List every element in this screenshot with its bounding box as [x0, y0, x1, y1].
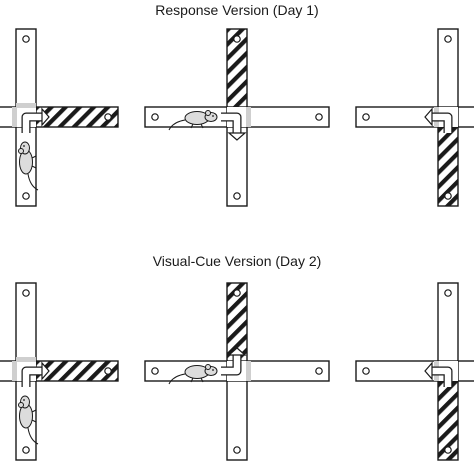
- plus-maze-panel: [355, 282, 474, 461]
- rat-icon: [18, 141, 39, 191]
- visual-cue-version-title: Visual-Cue Version (Day 2): [152, 253, 322, 269]
- plus-maze-panel: [144, 282, 330, 461]
- arm-end-hole: [151, 113, 159, 121]
- turn-arrow-fill: [432, 367, 452, 387]
- plus-maze-panel: [355, 28, 474, 207]
- arm-end-hole: [233, 192, 241, 200]
- turn-arrow-fill: [432, 113, 452, 133]
- arm-end-hole: [362, 367, 370, 375]
- gate-block: [12, 361, 17, 381]
- rat-icon: [168, 110, 218, 131]
- arm-end-hole: [22, 289, 30, 297]
- gate-block: [16, 357, 36, 362]
- rat-icon: [18, 395, 39, 445]
- arrowhead: [41, 107, 50, 127]
- turn-arrow-fill: [221, 355, 241, 375]
- arm-end-hole: [233, 289, 241, 297]
- arm-end-hole: [444, 35, 452, 43]
- response-version-title: Response Version (Day 1): [155, 2, 319, 18]
- gate-block: [246, 361, 251, 381]
- arm-end-hole: [315, 113, 323, 121]
- turn-arrow-fill: [221, 113, 241, 133]
- arm-end-hole: [444, 289, 452, 297]
- plus-maze-panel: [0, 282, 119, 461]
- arm-end-hole: [151, 367, 159, 375]
- gate-block: [12, 107, 17, 127]
- arrowhead: [227, 132, 247, 141]
- turn-arrow-fill: [22, 367, 42, 387]
- arrowhead: [227, 347, 247, 356]
- arm-end-hole: [233, 446, 241, 454]
- arrowhead: [424, 107, 433, 127]
- plus-maze-panel: [144, 28, 330, 207]
- arm-end-hole: [315, 367, 323, 375]
- arm-end-hole: [444, 446, 452, 454]
- arm-end-hole: [22, 446, 30, 454]
- maze-arm: [457, 360, 474, 382]
- arm-end-hole: [22, 192, 30, 200]
- arm-end-hole: [22, 35, 30, 43]
- maze-arm: [457, 106, 474, 128]
- arm-end-hole: [104, 113, 112, 121]
- arrowhead: [424, 361, 433, 381]
- arm-end-hole: [444, 192, 452, 200]
- plus-maze-panel: [0, 28, 119, 207]
- gate-block: [246, 107, 251, 127]
- rat-icon: [168, 364, 218, 385]
- arm-end-hole: [362, 113, 370, 121]
- arrowhead: [41, 361, 50, 381]
- arm-end-hole: [233, 35, 241, 43]
- gate-block: [16, 103, 36, 108]
- turn-arrow-fill: [22, 113, 42, 133]
- arm-end-hole: [104, 367, 112, 375]
